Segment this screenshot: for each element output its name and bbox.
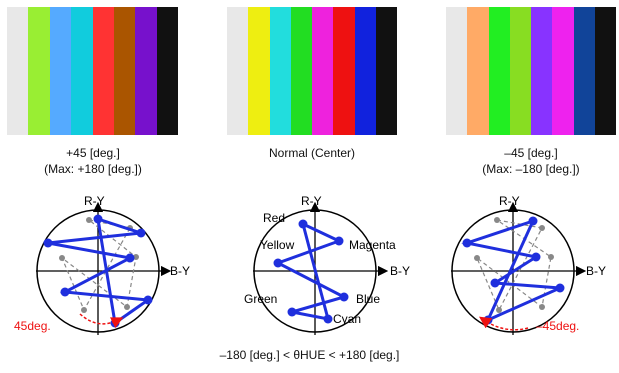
caption-plus45-line2: (Max: +180 [deg.]) bbox=[44, 162, 142, 176]
by-label: B-Y bbox=[586, 264, 606, 278]
vectorscope-minus45: R-Y B-Y –45deg. bbox=[451, 194, 606, 335]
color-bar bbox=[248, 7, 270, 135]
colorbars-plus45 bbox=[7, 7, 178, 135]
color-bar bbox=[531, 7, 553, 135]
color-bar bbox=[227, 7, 249, 135]
ry-label: R-Y bbox=[84, 194, 105, 208]
color-bar bbox=[488, 7, 510, 135]
color-bar bbox=[290, 7, 312, 135]
rotation-arrow bbox=[479, 316, 529, 331]
caption-normal: Normal (Center) bbox=[218, 145, 406, 161]
color-bar bbox=[135, 7, 157, 135]
ry-label: R-Y bbox=[301, 194, 322, 208]
angle-label: 45deg. bbox=[14, 319, 51, 333]
color-bar bbox=[92, 7, 114, 135]
color-bar bbox=[333, 7, 355, 135]
ry-label: R-Y bbox=[499, 194, 520, 208]
color-bar bbox=[28, 7, 50, 135]
red-label: Red bbox=[263, 211, 285, 225]
color-bar bbox=[7, 7, 29, 135]
color-bar bbox=[594, 7, 616, 135]
caption-plus45-line1: +45 [deg.] bbox=[66, 146, 120, 160]
color-bar bbox=[49, 7, 72, 135]
cyan-label: Cyan bbox=[333, 312, 361, 326]
color-bar bbox=[71, 7, 93, 135]
caption-minus45-line2: (Max: –180 [deg.]) bbox=[482, 162, 580, 176]
reference-points bbox=[474, 217, 554, 313]
caption-plus45: +45 [deg.] (Max: +180 [deg.]) bbox=[0, 145, 186, 177]
caption-minus45-line1: –45 [deg.] bbox=[504, 146, 558, 160]
angle-label: –45deg. bbox=[536, 319, 579, 333]
vectorscope-plus45: R-Y B-Y 45deg. bbox=[14, 194, 190, 335]
green-label: Green bbox=[244, 292, 277, 306]
color-bar bbox=[156, 7, 178, 135]
color-bar bbox=[269, 7, 291, 135]
rotation-arrow bbox=[79, 313, 124, 329]
blue-label: Blue bbox=[356, 292, 380, 306]
colorbars-normal bbox=[227, 7, 397, 135]
by-label: B-Y bbox=[170, 264, 190, 278]
color-bar bbox=[312, 7, 334, 135]
vectorscope-normal: R-Y B-Y Red Yellow Magenta Green Blue Cy… bbox=[244, 194, 410, 335]
hue-points bbox=[273, 219, 349, 324]
by-label: B-Y bbox=[390, 264, 410, 278]
caption-minus45: –45 [deg.] (Max: –180 [deg.]) bbox=[436, 145, 619, 177]
caption-normal-line1: Normal (Center) bbox=[268, 146, 355, 160]
yellow-label: Yellow bbox=[260, 238, 295, 252]
magenta-label: Magenta bbox=[349, 238, 396, 252]
color-bar bbox=[375, 7, 397, 135]
color-bar bbox=[552, 7, 574, 135]
color-bar bbox=[446, 7, 468, 135]
color-bar bbox=[573, 7, 595, 135]
color-bar bbox=[467, 7, 489, 135]
colorbars-minus45 bbox=[446, 7, 616, 135]
color-bar bbox=[509, 7, 531, 135]
color-bar bbox=[354, 7, 376, 135]
color-bar bbox=[113, 7, 136, 135]
hue-range-caption: –180 [deg.] < θHUE < +180 [deg.] bbox=[219, 348, 400, 362]
